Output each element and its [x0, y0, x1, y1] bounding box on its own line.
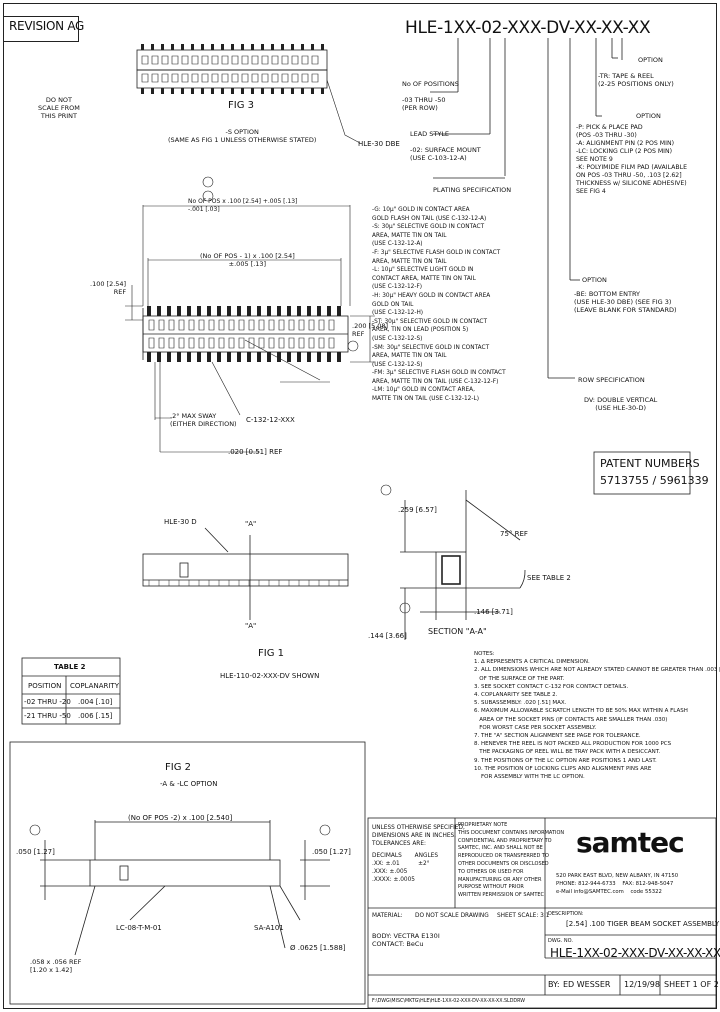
fig1-title: FIG 1	[258, 648, 284, 659]
note-line: 9. THE POSITIONS OF THE LC OPTION ARE PO…	[474, 757, 657, 764]
tb-decimals: DECIMALS ANGLES .XX: ±.01 ±2° .XXX: ±.00…	[372, 853, 439, 883]
fig2-subtitle: -A & -LC OPTION	[160, 780, 218, 788]
dim-d3: .146 [3.71]	[474, 608, 513, 616]
option1-text: -TR: TAPE & REEL (2-25 POSITIONS ONLY)	[598, 72, 674, 88]
row-spec-title: ROW SPECIFICATION	[578, 376, 645, 384]
section-label: SECTION "A-A"	[428, 627, 487, 636]
fig3-callout: HLE-30 DBE	[358, 140, 400, 148]
tb-dwg-label: DWG. NO.	[548, 938, 573, 944]
patent-numbers: 5713755 / 5961339	[600, 474, 709, 487]
table2-header-coplanarity: COPLANARITY	[70, 682, 119, 690]
table2-row2-position: -21 THRU -50	[24, 712, 71, 720]
tb-by: ED WESSER	[563, 980, 611, 989]
positions-title: No OF POSITIONS	[402, 80, 459, 88]
lead-style-text: -02: SURFACE MOUNT (USE C-103-12-A)	[410, 146, 481, 162]
dim-d2: .144 [3.66]	[368, 632, 407, 640]
notes-block: NOTES: 1. ∆ REPRESENTS A CRITICAL DIMENSI…	[474, 650, 720, 781]
note-line: FOR WORST CASE PER SOCKET ASSEMBLY.	[474, 724, 597, 731]
cut-a-top: "A"	[245, 520, 257, 528]
dim-sway: .2° MAX SWAY (EITHER DIRECTION)	[170, 412, 237, 428]
table2-title: TABLE 2	[54, 663, 86, 671]
dim-height-ref: .200 [5.08] REF	[352, 322, 389, 338]
fig2-title: FIG 2	[165, 762, 191, 773]
note-line: 3. SEE SOCKET CONTACT C-132 FOR CONTACT …	[474, 683, 629, 690]
lead-style-title: LEAD STYLE	[410, 130, 450, 138]
fig2-diameter: Ø .0625 [1.588]	[290, 944, 346, 952]
tb-sheet: SHEET 1 OF 2	[664, 980, 719, 989]
table2-row1-position: -02 THRU -20	[24, 698, 71, 706]
option2-text: -P: PICK & PLACE PAD (POS -03 THRU -30) …	[576, 124, 687, 195]
table2-row2-value: .006 [.15]	[78, 712, 113, 720]
table2-header-position: POSITION	[28, 682, 62, 690]
row-spec-text: DV: DOUBLE VERTICAL (USE HLE-30-D)	[584, 396, 658, 412]
plating-title: PLATING SPECIFICATION	[433, 186, 512, 194]
revision-box	[3, 16, 79, 42]
revision-label: REVISION AG	[9, 19, 85, 33]
note-line: 10. THE POSITION OF LOCKING CLIPS AND AL…	[474, 765, 652, 772]
note-line: NOTES:	[474, 651, 495, 657]
tb-do-not-scale: DO NOT SCALE DRAWING	[415, 913, 489, 919]
tb-footer-path: F:\DWG\MISC\MKTG\HLE\HLE-1XX-02-XXX-DV-X…	[372, 999, 525, 1004]
note-line: 2. ALL DIMENSIONS WHICH ARE NOT ALREADY …	[474, 667, 720, 674]
dim-no-pos-x100: No OF POS x .100 [2.54] +.005 [.13] -.00…	[188, 198, 298, 213]
fig1-callout: HLE-30 D	[164, 518, 197, 526]
option3-text: -BE: BOTTOM ENTRY (USE HLE-30 DBE) (SEE …	[574, 290, 677, 314]
note-line: 6. MAXIMUM ALLOWABLE SCRATCH LENGTH TO B…	[474, 708, 688, 715]
dim-d1: .259 [6.57]	[398, 506, 437, 514]
dim-pitch-ref: .100 [2.54] REF	[90, 280, 127, 296]
option3-title: OPTION	[582, 276, 607, 284]
note-line: 7. THE "A" SECTION ALIGNMENT SEE PAGE FO…	[474, 733, 641, 740]
note-line: FOR ASSEMBLY WITH THE LC OPTION.	[474, 774, 585, 781]
fig2-dim-top: (No OF POS -2) x .100 [2.540]	[128, 814, 233, 822]
tb-description-label: DESCRIPTION:	[548, 911, 584, 917]
dim-see-table: SEE TABLE 2	[527, 574, 571, 582]
tb-address: 520 PARK EAST BLVD, NEW ALBANY, IN 47150…	[556, 873, 679, 895]
tb-material-label: MATERIAL:	[372, 913, 403, 919]
note-line: 8. HENEVER THE REEL IS NOT PACKED ALL PR…	[474, 741, 672, 748]
fig3-caption: -S OPTION (SAME AS FIG 1 UNLESS OTHERWIS…	[168, 128, 317, 144]
note-line: OF THE SURFACE OF THE PART.	[474, 675, 565, 682]
samtec-logo: samtec	[576, 826, 685, 859]
do-not-scale-notice: DO NOT SCALE FROM THIS PRINT	[38, 96, 80, 120]
plating-text: -G: 10µ" GOLD IN CONTACT AREA GOLD FLASH…	[372, 207, 506, 403]
fig2-bottom-dim: .058 x .056 REF [1.20 x 1.42]	[30, 958, 82, 974]
fig2-alignment-pin: SA-A101	[254, 924, 284, 932]
note-line: 5. SUBASSEMBLY: .020 [.51] MAX.	[474, 700, 567, 707]
drawing-frame	[3, 3, 717, 1009]
note-line: THE PACKAGING OF REEL WILL BE TRAY PACK …	[474, 749, 661, 756]
fig2-lock-clip: LC-08-T-M-01	[116, 924, 162, 932]
fig3-title: FIG 3	[228, 100, 254, 111]
dim-tail-ref: .020 [0.51] REF	[228, 448, 283, 456]
fig2-right-dim: .050 [1.27]	[312, 848, 351, 856]
tb-sheet-scale: SHEET SCALE: 3:1	[497, 913, 550, 919]
tb-tolerances: UNLESS OTHERWISE SPECIFIED, DIMENSIONS A…	[372, 825, 465, 847]
tb-dwg-number: HLE-1XX-02-XXX-DV-XX-XX-XX	[550, 946, 720, 960]
dim-no-pos-minus1: (No OF POS - 1) x .100 [2.54] ±.005 [.13…	[200, 252, 295, 268]
tb-by-label: BY:	[548, 980, 560, 989]
note-line: AREA OF THE SOCKET PINS (IF CONTACTS ARE…	[474, 716, 668, 723]
note-line: 4. COPLANARITY SEE TABLE 2.	[474, 692, 558, 699]
part-number-title: HLE-1XX-02-XXX-DV-XX-XX-XX	[405, 18, 651, 38]
critical-dim-marker	[202, 176, 214, 188]
table2-row1-value: .004 [.10]	[78, 698, 113, 706]
tb-material: BODY: VECTRA E130I CONTACT: BeCu	[372, 932, 440, 948]
dim-contact: C-132-12-XXX	[246, 416, 295, 424]
tb-description: [2.54] .100 TIGER BEAM SOCKET ASSEMBLY	[566, 920, 720, 928]
dim-angle: 75° REF	[500, 530, 528, 538]
fig1-caption: HLE-110-02-XXX-DV SHOWN	[220, 672, 320, 680]
cut-a-bottom: "A"	[245, 622, 257, 630]
patent-title: PATENT NUMBERS	[600, 457, 700, 470]
note-line: 1. ∆ REPRESENTS A CRITICAL DIMENSION.	[474, 659, 590, 666]
option2-title: OPTION	[636, 112, 661, 120]
tb-date: 12/19/98	[624, 980, 660, 989]
positions-text: -03 THRU -50 (PER ROW)	[402, 96, 446, 112]
option1-title: OPTION	[638, 56, 663, 64]
tb-proprietary: PROPRIETARY NOTE THIS DOCUMENT CONTAINS …	[458, 822, 565, 899]
fig2-left-dim: .050 [1.27]	[16, 848, 55, 856]
